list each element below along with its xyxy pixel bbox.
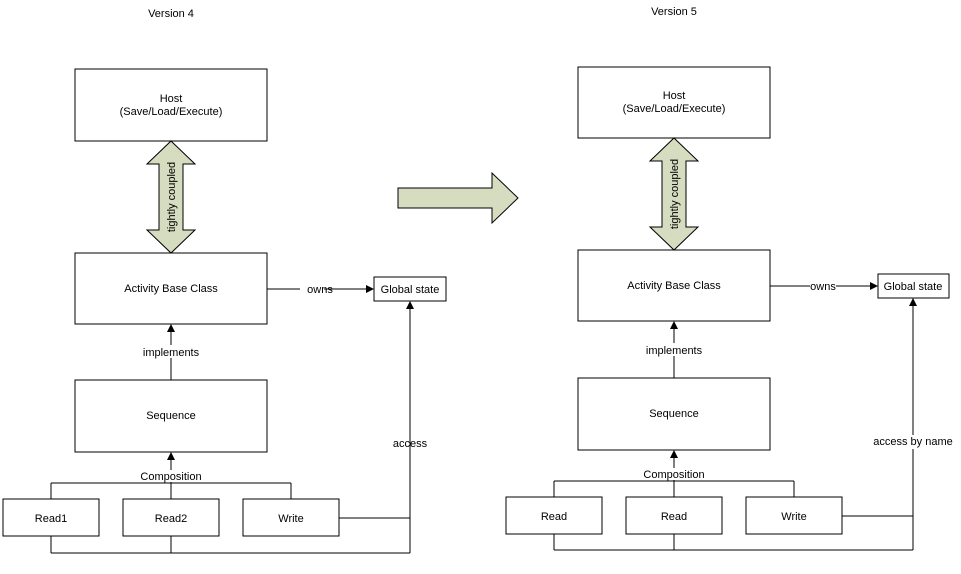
host-sublabel: (Save/Load/Execute)	[120, 106, 223, 118]
tightly-coupled-label: tightly coupled	[166, 162, 178, 232]
owns-arrowhead	[366, 285, 374, 293]
composition-arrowhead	[670, 450, 678, 458]
activity-base-class-box	[577, 249, 771, 322]
composition-label-bg	[137, 470, 204, 482]
sequence-label: Sequence	[649, 408, 699, 420]
write-box	[745, 496, 843, 535]
owns-label-bg	[300, 282, 324, 295]
access-by-name-label: access by name	[873, 436, 952, 448]
host-sublabel: (Save/Load/Execute)	[623, 103, 726, 115]
host-box	[74, 68, 268, 142]
global-state-label: Global state	[381, 284, 440, 296]
read1-box	[2, 498, 100, 537]
host-box	[577, 66, 771, 139]
write-label: Write	[278, 513, 303, 525]
access-arrowhead	[406, 301, 414, 309]
implements-label: implements	[646, 345, 703, 357]
sequence-box	[577, 377, 771, 451]
implements-arrowhead	[670, 321, 678, 329]
access-label-bg	[874, 435, 956, 449]
version-5-title: Version 5	[651, 6, 697, 18]
composition-label: Composition	[140, 471, 201, 483]
read-box-1	[505, 496, 603, 535]
composition-label-bg	[640, 468, 707, 480]
sequence-box	[74, 379, 268, 453]
version-transition-arrow	[397, 171, 519, 225]
owns-label: owns	[810, 281, 836, 293]
owns-label-bg	[810, 279, 836, 292]
implements-arrowhead	[167, 324, 175, 332]
implements-label: implements	[143, 347, 200, 359]
activity-base-class-box	[74, 252, 268, 325]
read2-box	[122, 498, 220, 537]
activity-base-class-label: Activity Base Class	[124, 283, 218, 295]
sequence-label: Sequence	[146, 410, 196, 422]
read-label-1: Read	[541, 511, 567, 523]
write-label: Write	[781, 511, 806, 523]
composition-label: Composition	[643, 469, 704, 481]
read1-label: Read1	[35, 513, 67, 525]
version-4-panel: Version 4 Host (Save/Load/Execute) tight…	[2, 8, 447, 554]
tightly-coupled-label: tightly coupled	[669, 159, 681, 229]
version-4-title: Version 4	[148, 8, 194, 20]
composition-arrowhead	[167, 452, 175, 460]
version-5-panel: Version 5 Host (Save/Load/Execute) tight…	[505, 6, 956, 551]
implements-label-bg	[643, 343, 705, 356]
global-state-label: Global state	[884, 281, 943, 293]
host-label: Host	[663, 90, 686, 102]
access-label: access	[393, 438, 428, 450]
owns-label: owns	[307, 284, 333, 296]
implements-label-bg	[140, 345, 202, 358]
host-label: Host	[160, 93, 183, 105]
read-label-2: Read	[661, 511, 687, 523]
global-state-box	[877, 273, 950, 299]
owns-arrowhead	[870, 282, 878, 290]
activity-base-class-label: Activity Base Class	[627, 280, 721, 292]
read2-label: Read2	[155, 513, 187, 525]
access-arrowhead	[909, 298, 917, 306]
